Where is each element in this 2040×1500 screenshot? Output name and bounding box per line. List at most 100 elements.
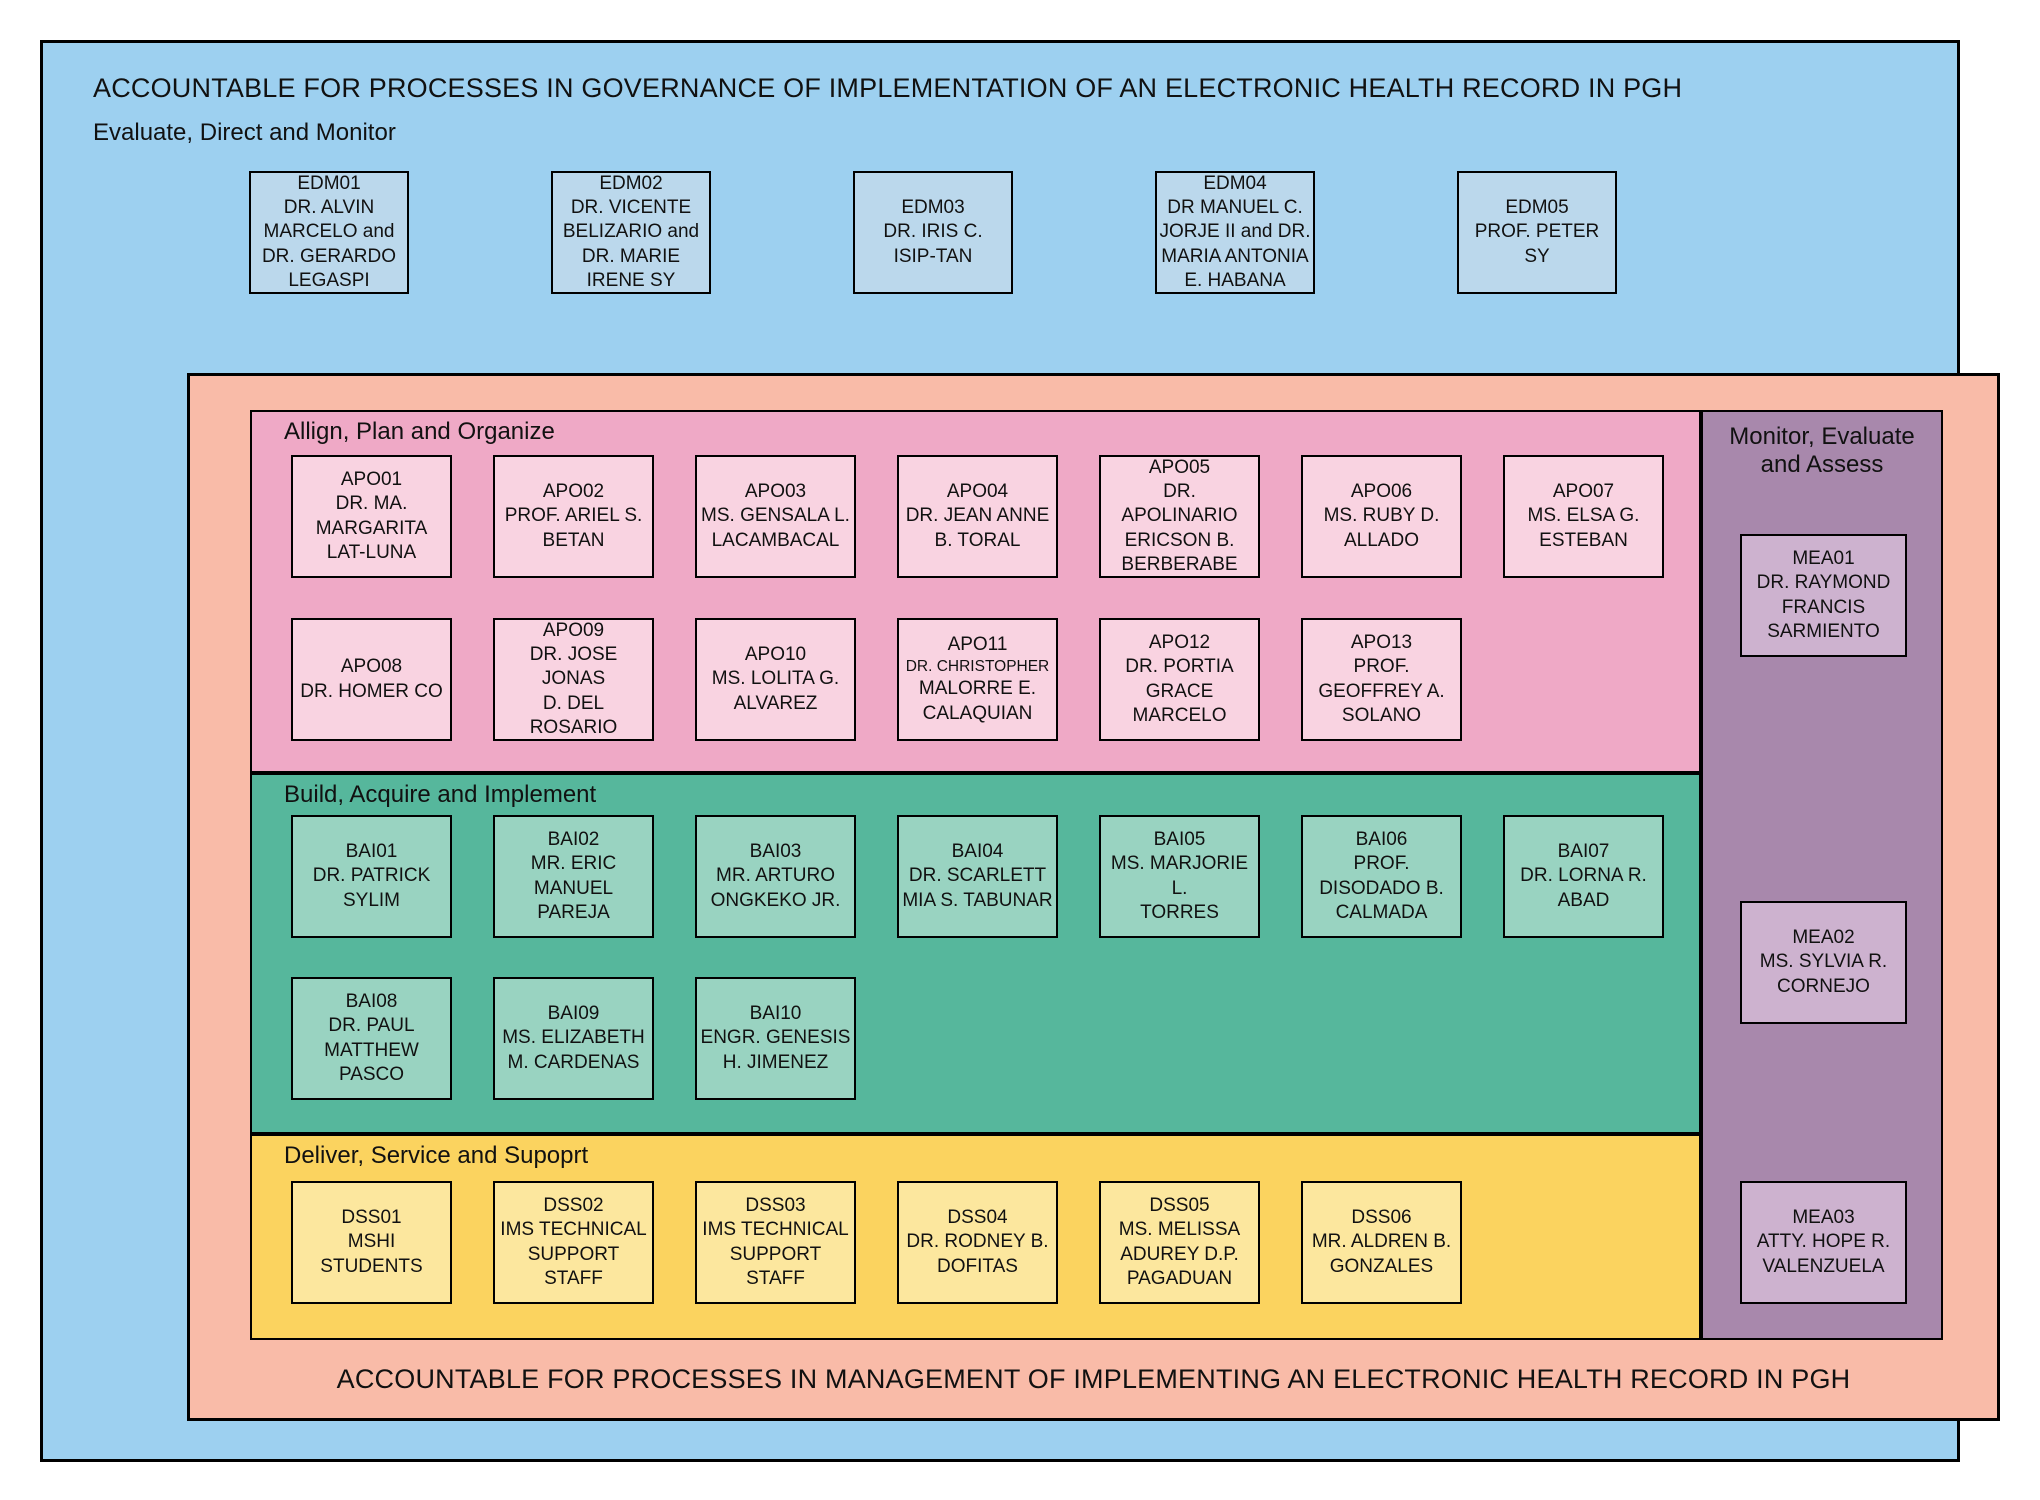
process-box-id: APO02 bbox=[542, 481, 605, 503]
edm-section-label: Evaluate, Direct and Monitor bbox=[93, 119, 396, 146]
process-box-name-line: DR. JOSE JONAS bbox=[529, 644, 618, 690]
process-box-id: APO09 bbox=[542, 619, 605, 641]
process-box-name-line: MS. ELIZABETH bbox=[502, 1027, 645, 1049]
process-box-name-line: MSHI STUDENTS bbox=[320, 1231, 423, 1277]
process-box-name-line: DR. RODNEY B. bbox=[906, 1231, 1049, 1253]
process-box-name-line: MS. RUBY D. bbox=[1323, 505, 1440, 527]
process-box-name-line: ATTY. HOPE R. bbox=[1756, 1231, 1891, 1253]
process-box-name-line: H. JIMENEZ bbox=[722, 1051, 829, 1073]
process-box-id: APO04 bbox=[946, 481, 1009, 503]
process-box-id: MEA01 bbox=[1792, 547, 1855, 569]
process-box-name-line: ADUREY D.P. bbox=[1120, 1243, 1239, 1265]
process-box-id: EDM02 bbox=[599, 172, 663, 194]
process-box-name-line: IMS TECHNICAL bbox=[702, 1219, 849, 1241]
process-box-name-line: VALENZUELA bbox=[1762, 1255, 1885, 1277]
process-box-name-line: DR. RAYMOND bbox=[1756, 572, 1891, 594]
process-box-name-line: MIA S. TABUNAR bbox=[902, 889, 1053, 911]
process-box-name-line: D. DEL ROSARIO bbox=[529, 692, 618, 738]
process-box-name-line: ERICSON B. bbox=[1124, 529, 1235, 551]
process-box-id: APO12 bbox=[1148, 631, 1211, 653]
process-box-name-line: PASCO bbox=[338, 1063, 405, 1085]
process-box-name-line: DR. VICENTE bbox=[570, 197, 692, 219]
process-box-name-line: MATTHEW bbox=[324, 1039, 419, 1061]
process-box-name-line: MARCELO bbox=[1132, 704, 1227, 726]
process-box-name-line: DR. SCARLETT bbox=[908, 865, 1047, 887]
process-box-name-line: DR. CHRISTOPHER bbox=[905, 658, 1050, 676]
process-box-id: BAI05 bbox=[1153, 828, 1206, 850]
process-box-id: APO05 bbox=[1148, 456, 1211, 478]
process-box-name-line: MR. ALDREN B. bbox=[1311, 1231, 1452, 1253]
process-box-name-line: PAGADUAN bbox=[1126, 1267, 1233, 1289]
process-box-id: APO06 bbox=[1350, 481, 1413, 503]
process-box-id: APO10 bbox=[744, 644, 807, 666]
process-box-name-line: DR MANUEL C. bbox=[1167, 197, 1303, 219]
process-box-name-line: DR. PATRICK bbox=[312, 865, 431, 887]
process-box-id: APO13 bbox=[1350, 631, 1413, 653]
process-box-id: BAI04 bbox=[951, 841, 1004, 863]
process-box-id: BAI07 bbox=[1557, 841, 1610, 863]
page-title: ACCOUNTABLE FOR PROCESSES IN GOVERNANCE … bbox=[93, 73, 1683, 103]
process-box-name-line: DR. MA. bbox=[335, 493, 408, 515]
process-box-id: APO08 bbox=[340, 656, 403, 678]
footer-title: ACCOUNTABLE FOR PROCESSES IN MANAGEMENT … bbox=[336, 1364, 1851, 1394]
process-box-name-line: DISODADO B. bbox=[1319, 877, 1444, 899]
process-box-name-line: LAT-LUNA bbox=[326, 541, 417, 563]
process-box-name-line: DR. MARIE bbox=[581, 245, 681, 267]
process-box-name-line: FRANCIS bbox=[1781, 596, 1866, 618]
process-box-name-line: PROF. bbox=[1353, 656, 1410, 678]
process-box-name-line: SUPPORT STAFF bbox=[729, 1243, 822, 1289]
process-box-name-line: GEOFFREY A. bbox=[1318, 680, 1445, 702]
process-box-name-line: MS. SYLVIA R. bbox=[1759, 951, 1888, 973]
process-box-name-line: E. HABANA bbox=[1184, 269, 1286, 291]
process-box-id: DSS05 bbox=[1149, 1194, 1210, 1216]
process-box-name-line: DR. ALVIN bbox=[283, 197, 375, 219]
process-box-name-line: MR. ARTURO bbox=[716, 865, 835, 887]
process-box-name-line: CALMADA bbox=[1335, 901, 1428, 923]
section-label-mea: Monitor, Evaluate and Assess bbox=[1729, 423, 1915, 478]
process-box-name-line: TORRES bbox=[1140, 901, 1219, 923]
process-box-id: BAI02 bbox=[547, 828, 600, 850]
process-box-name-line: MS. MARJORIE L. bbox=[1110, 853, 1249, 899]
process-box-name-line: DR. LORNA R. bbox=[1520, 865, 1647, 887]
process-box-id: BAI09 bbox=[547, 1003, 600, 1025]
process-box-id: BAI01 bbox=[345, 841, 398, 863]
process-box-name-line: MS. LOLITA G. bbox=[711, 668, 840, 690]
process-box-name-line: JORJE II and DR. bbox=[1159, 221, 1311, 243]
process-box-name-line: BELIZARIO and bbox=[562, 221, 700, 243]
process-box-name-line: DR. IRIS C. bbox=[883, 221, 983, 243]
process-box-name-line: LACAMBACAL bbox=[711, 529, 840, 551]
process-box-name-line: DR. HOMER CO bbox=[300, 680, 443, 702]
process-box-name-line: DR. GERARDO bbox=[261, 245, 397, 267]
process-box-id: APO01 bbox=[340, 468, 403, 490]
process-box-name-line: MANUEL PAREJA bbox=[533, 877, 614, 923]
process-box-name-line: SUPPORT STAFF bbox=[527, 1243, 620, 1289]
